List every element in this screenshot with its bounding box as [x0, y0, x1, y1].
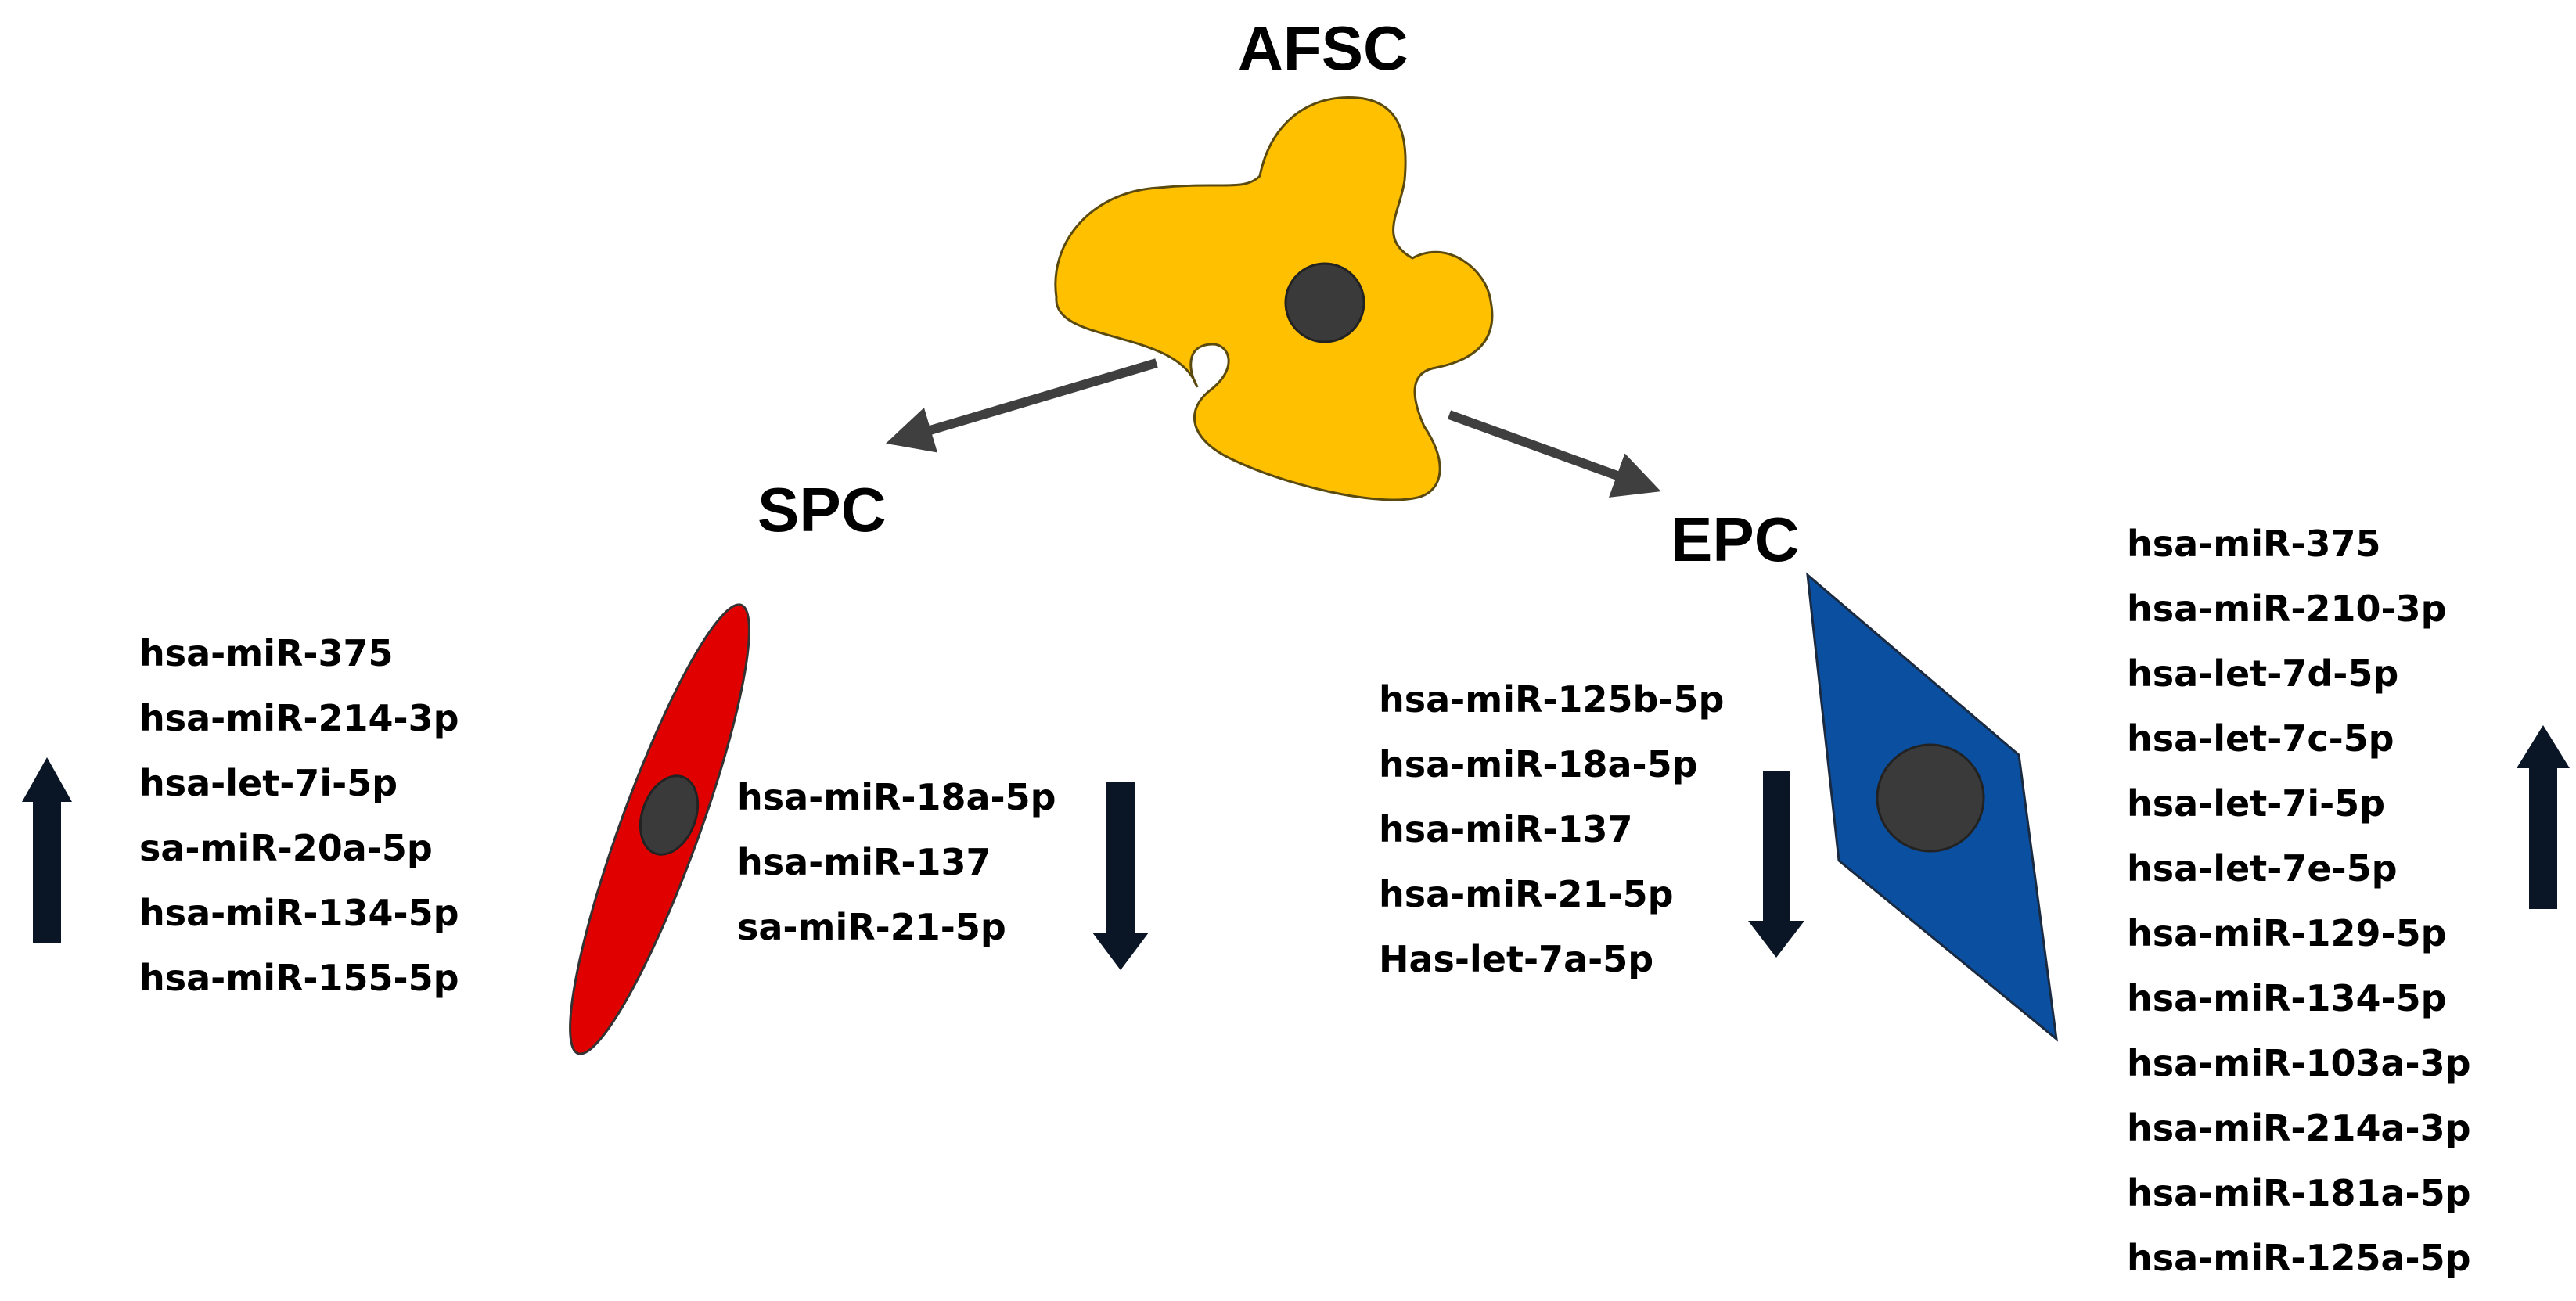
mirna-item: sa-miR-21-5p: [737, 906, 1006, 948]
mirna-item: hsa-miR-129-5p: [2127, 912, 2447, 954]
mirna-item: Has-let-7a-5p: [1379, 938, 1654, 980]
epc-upregulated-list: hsa-miR-375 hsa-miR-210-3p hsa-let-7d-5p…: [2127, 526, 2471, 1276]
spc-label: SPC: [757, 475, 887, 544]
mirna-item: hsa-miR-214-3p: [139, 697, 459, 739]
epc-up-arrow: [2517, 725, 2570, 909]
mirna-item: hsa-miR-375: [2127, 523, 2381, 565]
mirna-item: hsa-miR-134-5p: [2127, 977, 2447, 1019]
afsc-nucleus: [1284, 262, 1365, 343]
mirna-item: hsa-miR-137: [1379, 808, 1633, 850]
mirna-item: hsa-miR-181a-5p: [2127, 1172, 2471, 1214]
spc-down-arrow: [1092, 782, 1149, 970]
spc-upregulated-list: hsa-miR-375 hsa-miR-214-3p hsa-let-7i-5p…: [139, 635, 459, 996]
mirna-item: hsa-miR-375: [139, 632, 394, 674]
mirna-item: hsa-miR-214a-3p: [2127, 1107, 2471, 1149]
mirna-item: hsa-miR-125b-5p: [1379, 678, 1725, 721]
spc-up-arrow: [22, 757, 72, 943]
mirna-item: hsa-let-7i-5p: [139, 762, 398, 804]
mirna-item: hsa-miR-103a-3p: [2127, 1042, 2471, 1084]
arrow-to-epc: [1447, 410, 1661, 498]
mirna-item: hsa-miR-134-5p: [139, 892, 459, 934]
mirna-item: sa-miR-20a-5p: [139, 827, 433, 869]
mirna-item: hsa-miR-21-5p: [1379, 873, 1674, 915]
spc-downregulated-list: hsa-miR-18a-5p hsa-miR-137 sa-miR-21-5p: [737, 779, 1056, 945]
spc-nucleus: [639, 774, 700, 856]
mirna-item: hsa-miR-210-3p: [2127, 588, 2447, 630]
epc-label: EPC: [1671, 505, 1800, 574]
afsc-label: AFSC: [1238, 13, 1409, 83]
mirna-item: hsa-let-7d-5p: [2127, 652, 2399, 695]
mirna-item: hsa-miR-125a-5p: [2127, 1237, 2471, 1279]
epc-nucleus: [1876, 743, 1985, 853]
mirna-item: hsa-miR-18a-5p: [1379, 743, 1698, 785]
mirna-item: hsa-miR-18a-5p: [737, 776, 1056, 818]
mirna-item: hsa-miR-155-5p: [139, 957, 459, 999]
mirna-item: hsa-miR-137: [737, 841, 991, 883]
arrow-to-spc: [885, 358, 1158, 453]
mirna-item: hsa-let-7i-5p: [2127, 782, 2386, 825]
mirna-item: hsa-let-7c-5p: [2127, 717, 2394, 760]
epc-downregulated-list: hsa-miR-125b-5p hsa-miR-18a-5p hsa-miR-1…: [1379, 681, 1724, 977]
epc-down-arrow: [1748, 771, 1804, 958]
afsc-cell: [1054, 95, 1494, 501]
mirna-item: hsa-let-7e-5p: [2127, 847, 2398, 889]
